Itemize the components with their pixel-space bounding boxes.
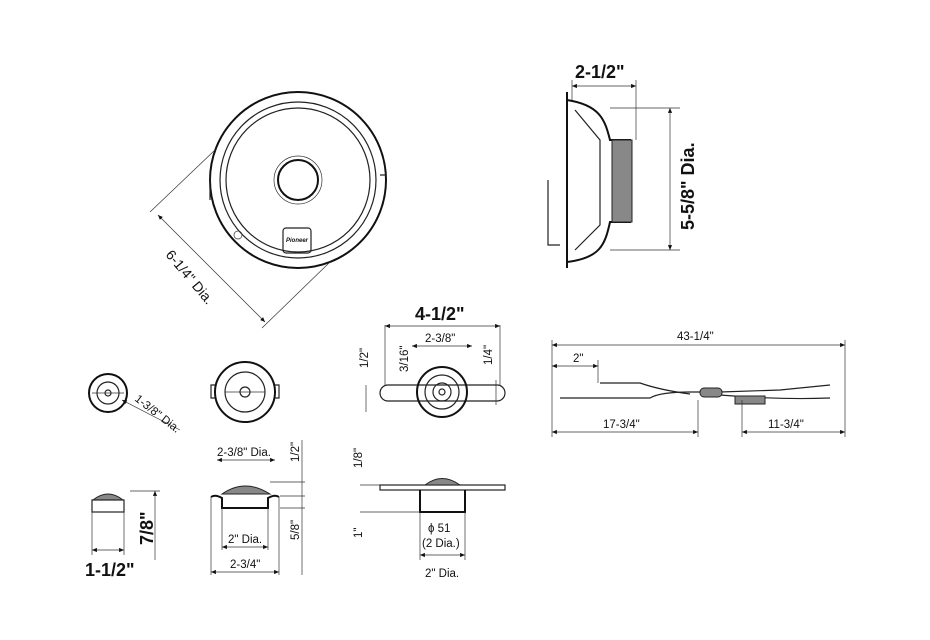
cable-left-label: 17-3/4" bbox=[603, 419, 640, 431]
flush-inner-dia-label: 2" Dia. bbox=[228, 534, 262, 546]
flush-tweeter-views: 2-3/8" Dia. 2" Dia. 2-3/4" 1/2" 5/8" bbox=[210, 361, 305, 575]
bracket-bottom-dia-label: 2" Dia. bbox=[425, 568, 459, 580]
flush-width-label: 2-3/4" bbox=[230, 559, 260, 571]
bracket-left-height-label: 1/2" bbox=[359, 348, 371, 368]
flush-top-height-label: 1/2" bbox=[290, 442, 302, 462]
woofer-mount-diameter-label: 5-5/8" Dia. bbox=[678, 142, 698, 230]
bracket-right-height-label: 1/4" bbox=[483, 345, 495, 365]
bracket-flange-label: 1/8" bbox=[353, 448, 365, 468]
small-tweeter-height-label: 7/8" bbox=[137, 511, 157, 545]
cable-harness: 43-1/4" 2" 17-3/4" 11-3/4" bbox=[551, 331, 846, 437]
cable-total-label: 43-1/4" bbox=[677, 331, 714, 343]
flush-top-dia-label: 2-3/8" Dia. bbox=[217, 447, 271, 459]
small-tweeter-views: 1-3/8" Dia. 7/8" 1-1/2" bbox=[85, 373, 182, 580]
tweeter-bracket-top-view: 4-1/2" 2-3/8" 1/2" 3/16" 1/4" bbox=[359, 304, 506, 418]
bracket-depth-label: 1" bbox=[353, 528, 365, 538]
small-tweeter-width-label: 1-1/2" bbox=[85, 560, 135, 580]
bracket-phi-inch-label: (2 Dia.) bbox=[422, 538, 460, 550]
cable-short-label: 2" bbox=[573, 353, 583, 365]
woofer-depth-label: 2-1/2" bbox=[575, 62, 625, 82]
woofer-side-view: 2-1/2" 5-5/8" Dia. bbox=[547, 62, 698, 268]
cable-right-label: 11-3/4" bbox=[768, 419, 804, 431]
flush-lower-height-label: 5/8" bbox=[290, 520, 302, 540]
bracket-hole-spacing-label: 2-3/8" bbox=[425, 333, 455, 345]
bracket-slot-label: 3/16" bbox=[399, 346, 411, 372]
woofer-diameter-label: 6-1/4" Dia. bbox=[163, 247, 217, 308]
woofer-front-view: Pioneer 6-1/4" Dia. bbox=[149, 91, 387, 329]
tweeter-bracket-side-view: 1/8" 1" ϕ 51 (2 Dia.) 2" Dia. bbox=[353, 448, 506, 580]
woofer-brand-logo: Pioneer bbox=[286, 238, 309, 244]
bracket-width-label: 4-1/2" bbox=[415, 304, 465, 324]
bracket-phi-label: ϕ 51 bbox=[428, 523, 450, 535]
small-tweeter-diameter-label: 1-3/8" Dia. bbox=[132, 393, 182, 436]
